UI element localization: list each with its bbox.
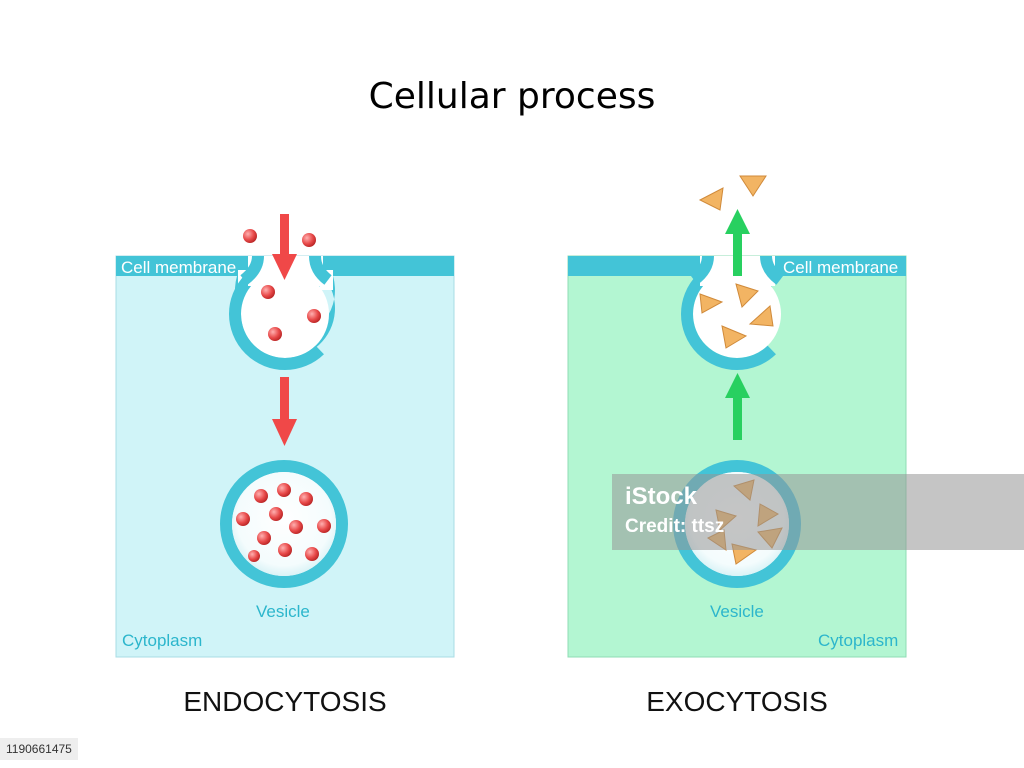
exocytosis-panel bbox=[567, 175, 907, 658]
exo-membrane-label: Cell membrane bbox=[783, 258, 899, 277]
particle bbox=[243, 229, 257, 243]
particle bbox=[307, 309, 321, 323]
endo-arrow-in bbox=[272, 214, 297, 280]
particle bbox=[302, 233, 316, 247]
endo-cytoplasm-label: Cytoplasm bbox=[122, 631, 203, 650]
particle bbox=[236, 512, 250, 526]
endocytosis-caption: ENDOCYTOSIS bbox=[183, 686, 387, 717]
exo-cytoplasm-label: Cytoplasm bbox=[818, 631, 899, 650]
exo-arrow-up bbox=[725, 373, 750, 440]
diagram-title: Cellular process bbox=[368, 76, 656, 117]
particle bbox=[721, 325, 748, 349]
endo-vesicle-label: Vesicle bbox=[256, 602, 310, 621]
particle bbox=[748, 305, 774, 327]
watermark-credit: Credit: ttsz bbox=[625, 516, 725, 537]
particle bbox=[257, 531, 271, 545]
particle bbox=[699, 293, 724, 314]
exo-pit bbox=[693, 270, 781, 358]
watermark-brand: iStock bbox=[625, 483, 698, 510]
particle bbox=[254, 489, 268, 503]
particle bbox=[305, 547, 319, 561]
image-id-badge: 1190661475 bbox=[0, 738, 78, 760]
particle bbox=[698, 187, 724, 211]
particle bbox=[261, 285, 275, 299]
particle bbox=[735, 283, 759, 308]
endo-cell-membrane bbox=[116, 256, 454, 359]
watermark-banner bbox=[612, 474, 1024, 550]
particle bbox=[248, 550, 260, 562]
particle bbox=[269, 507, 283, 521]
particle bbox=[317, 519, 331, 533]
particle bbox=[299, 492, 313, 506]
particle bbox=[277, 483, 291, 497]
endo-membrane-label: Cell membrane bbox=[121, 258, 237, 277]
exo-vesicle-label: Vesicle bbox=[710, 602, 764, 621]
exo-arrow-out bbox=[725, 209, 750, 276]
particle bbox=[739, 175, 767, 197]
exocytosis-caption: EXOCYTOSIS bbox=[646, 686, 828, 717]
particle bbox=[278, 543, 292, 557]
exo-cell-membrane-right bbox=[766, 256, 906, 276]
endo-arrow-down bbox=[272, 377, 297, 446]
particle bbox=[268, 327, 282, 341]
particle bbox=[289, 520, 303, 534]
exo-cell-membrane-left bbox=[568, 256, 708, 276]
endocytosis-panel bbox=[115, 214, 455, 658]
endo-vesicle bbox=[220, 460, 348, 588]
